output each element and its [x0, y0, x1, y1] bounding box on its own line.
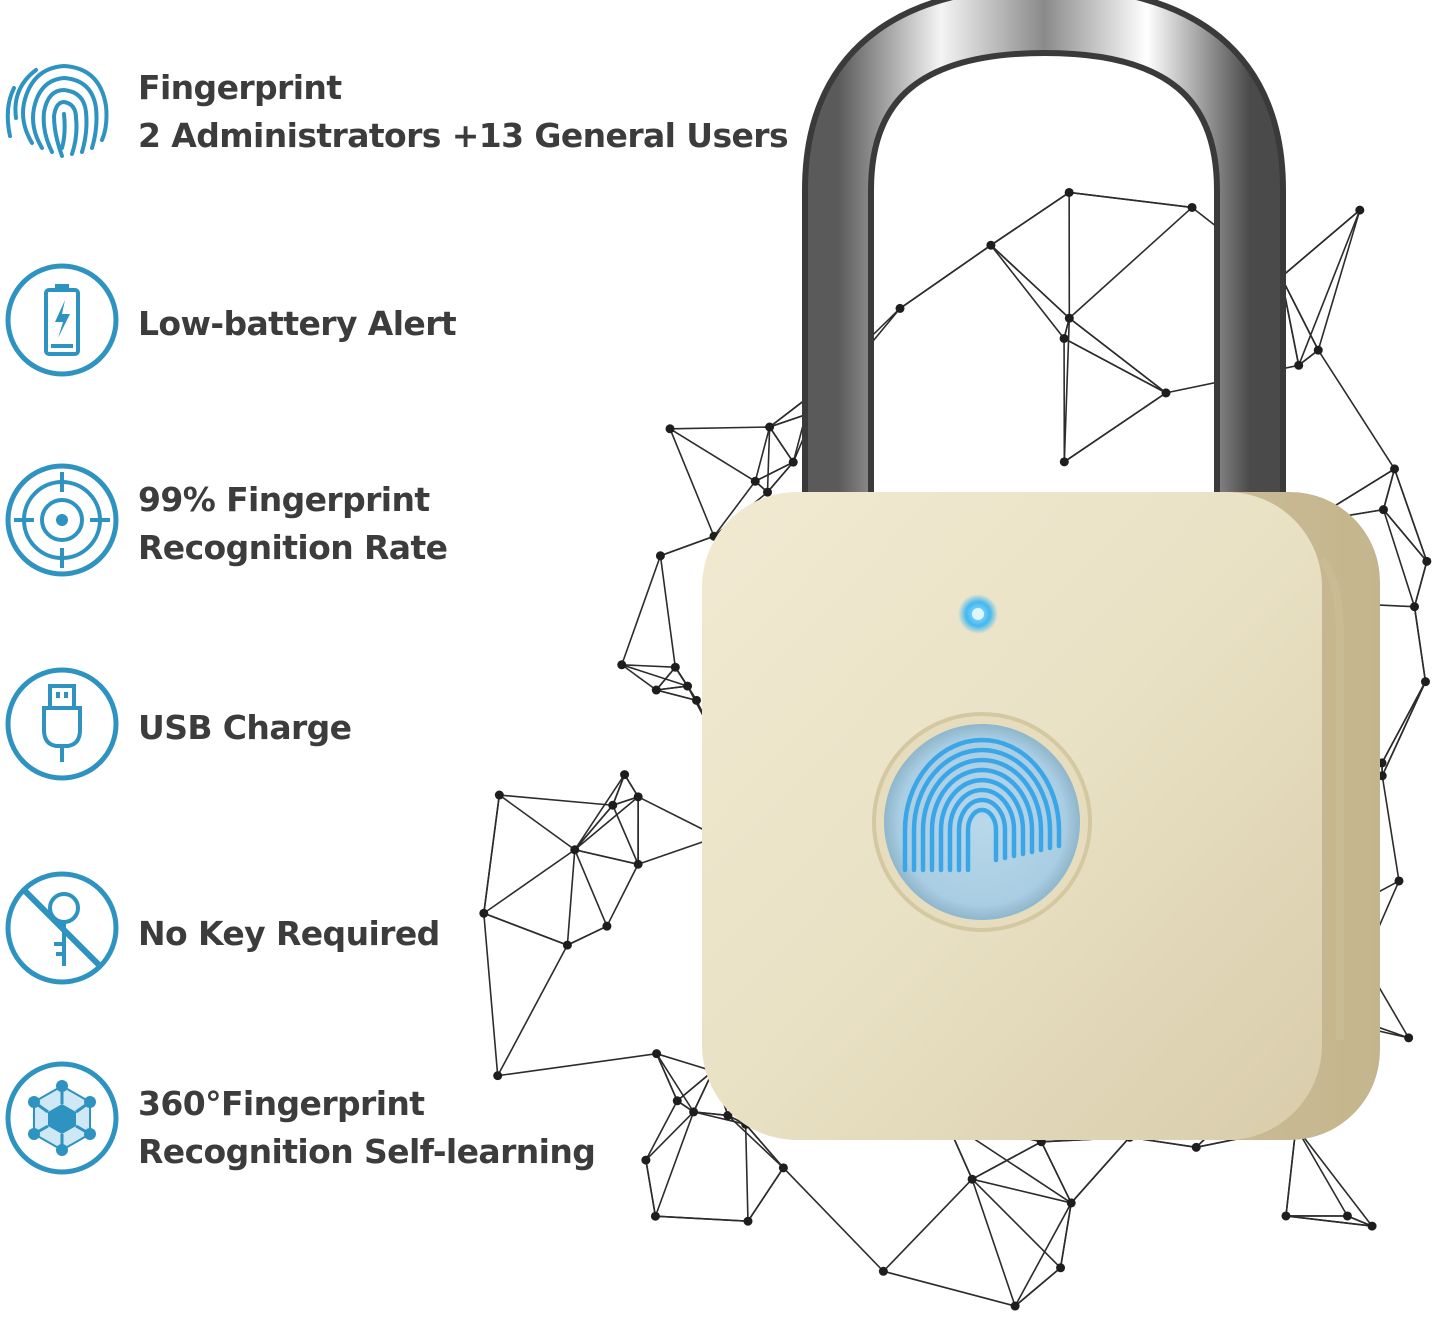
feature-usb-charge-label: USB Charge: [138, 708, 352, 747]
feature-no-key: No Key Required: [0, 870, 780, 1010]
feature-fingerprint-subtitle: 2 Administrators +13 General Users: [138, 116, 789, 155]
feature-no-key-label: No Key Required: [138, 914, 440, 953]
feature-recognition-rate-line1: 99% Fingerprint: [138, 480, 430, 519]
feature-recognition-rate: 99% Fingerprint Recognition Rate: [0, 462, 780, 602]
battery-icon: [5, 263, 119, 377]
feature-self-learning-line2: Recognition Self-learning: [138, 1132, 596, 1171]
network-cube-icon: [5, 1061, 119, 1175]
feature-low-battery: Low-battery Alert: [0, 262, 780, 402]
feature-recognition-rate-line2: Recognition Rate: [138, 528, 448, 567]
fingerprint-icon: [5, 63, 109, 158]
feature-fingerprint-users: Fingerprint 2 Administrators +13 General…: [0, 48, 789, 188]
no-key-icon: [5, 871, 119, 985]
feature-self-learning: 360°Fingerprint Recognition Self-learnin…: [0, 1060, 780, 1200]
usb-icon: [5, 667, 119, 781]
feature-self-learning-line1: 360°Fingerprint: [138, 1084, 425, 1123]
feature-low-battery-label: Low-battery Alert: [138, 304, 457, 343]
feature-usb-charge: USB Charge: [0, 666, 780, 806]
target-icon: [5, 463, 119, 577]
feature-fingerprint-title: Fingerprint: [138, 68, 342, 107]
